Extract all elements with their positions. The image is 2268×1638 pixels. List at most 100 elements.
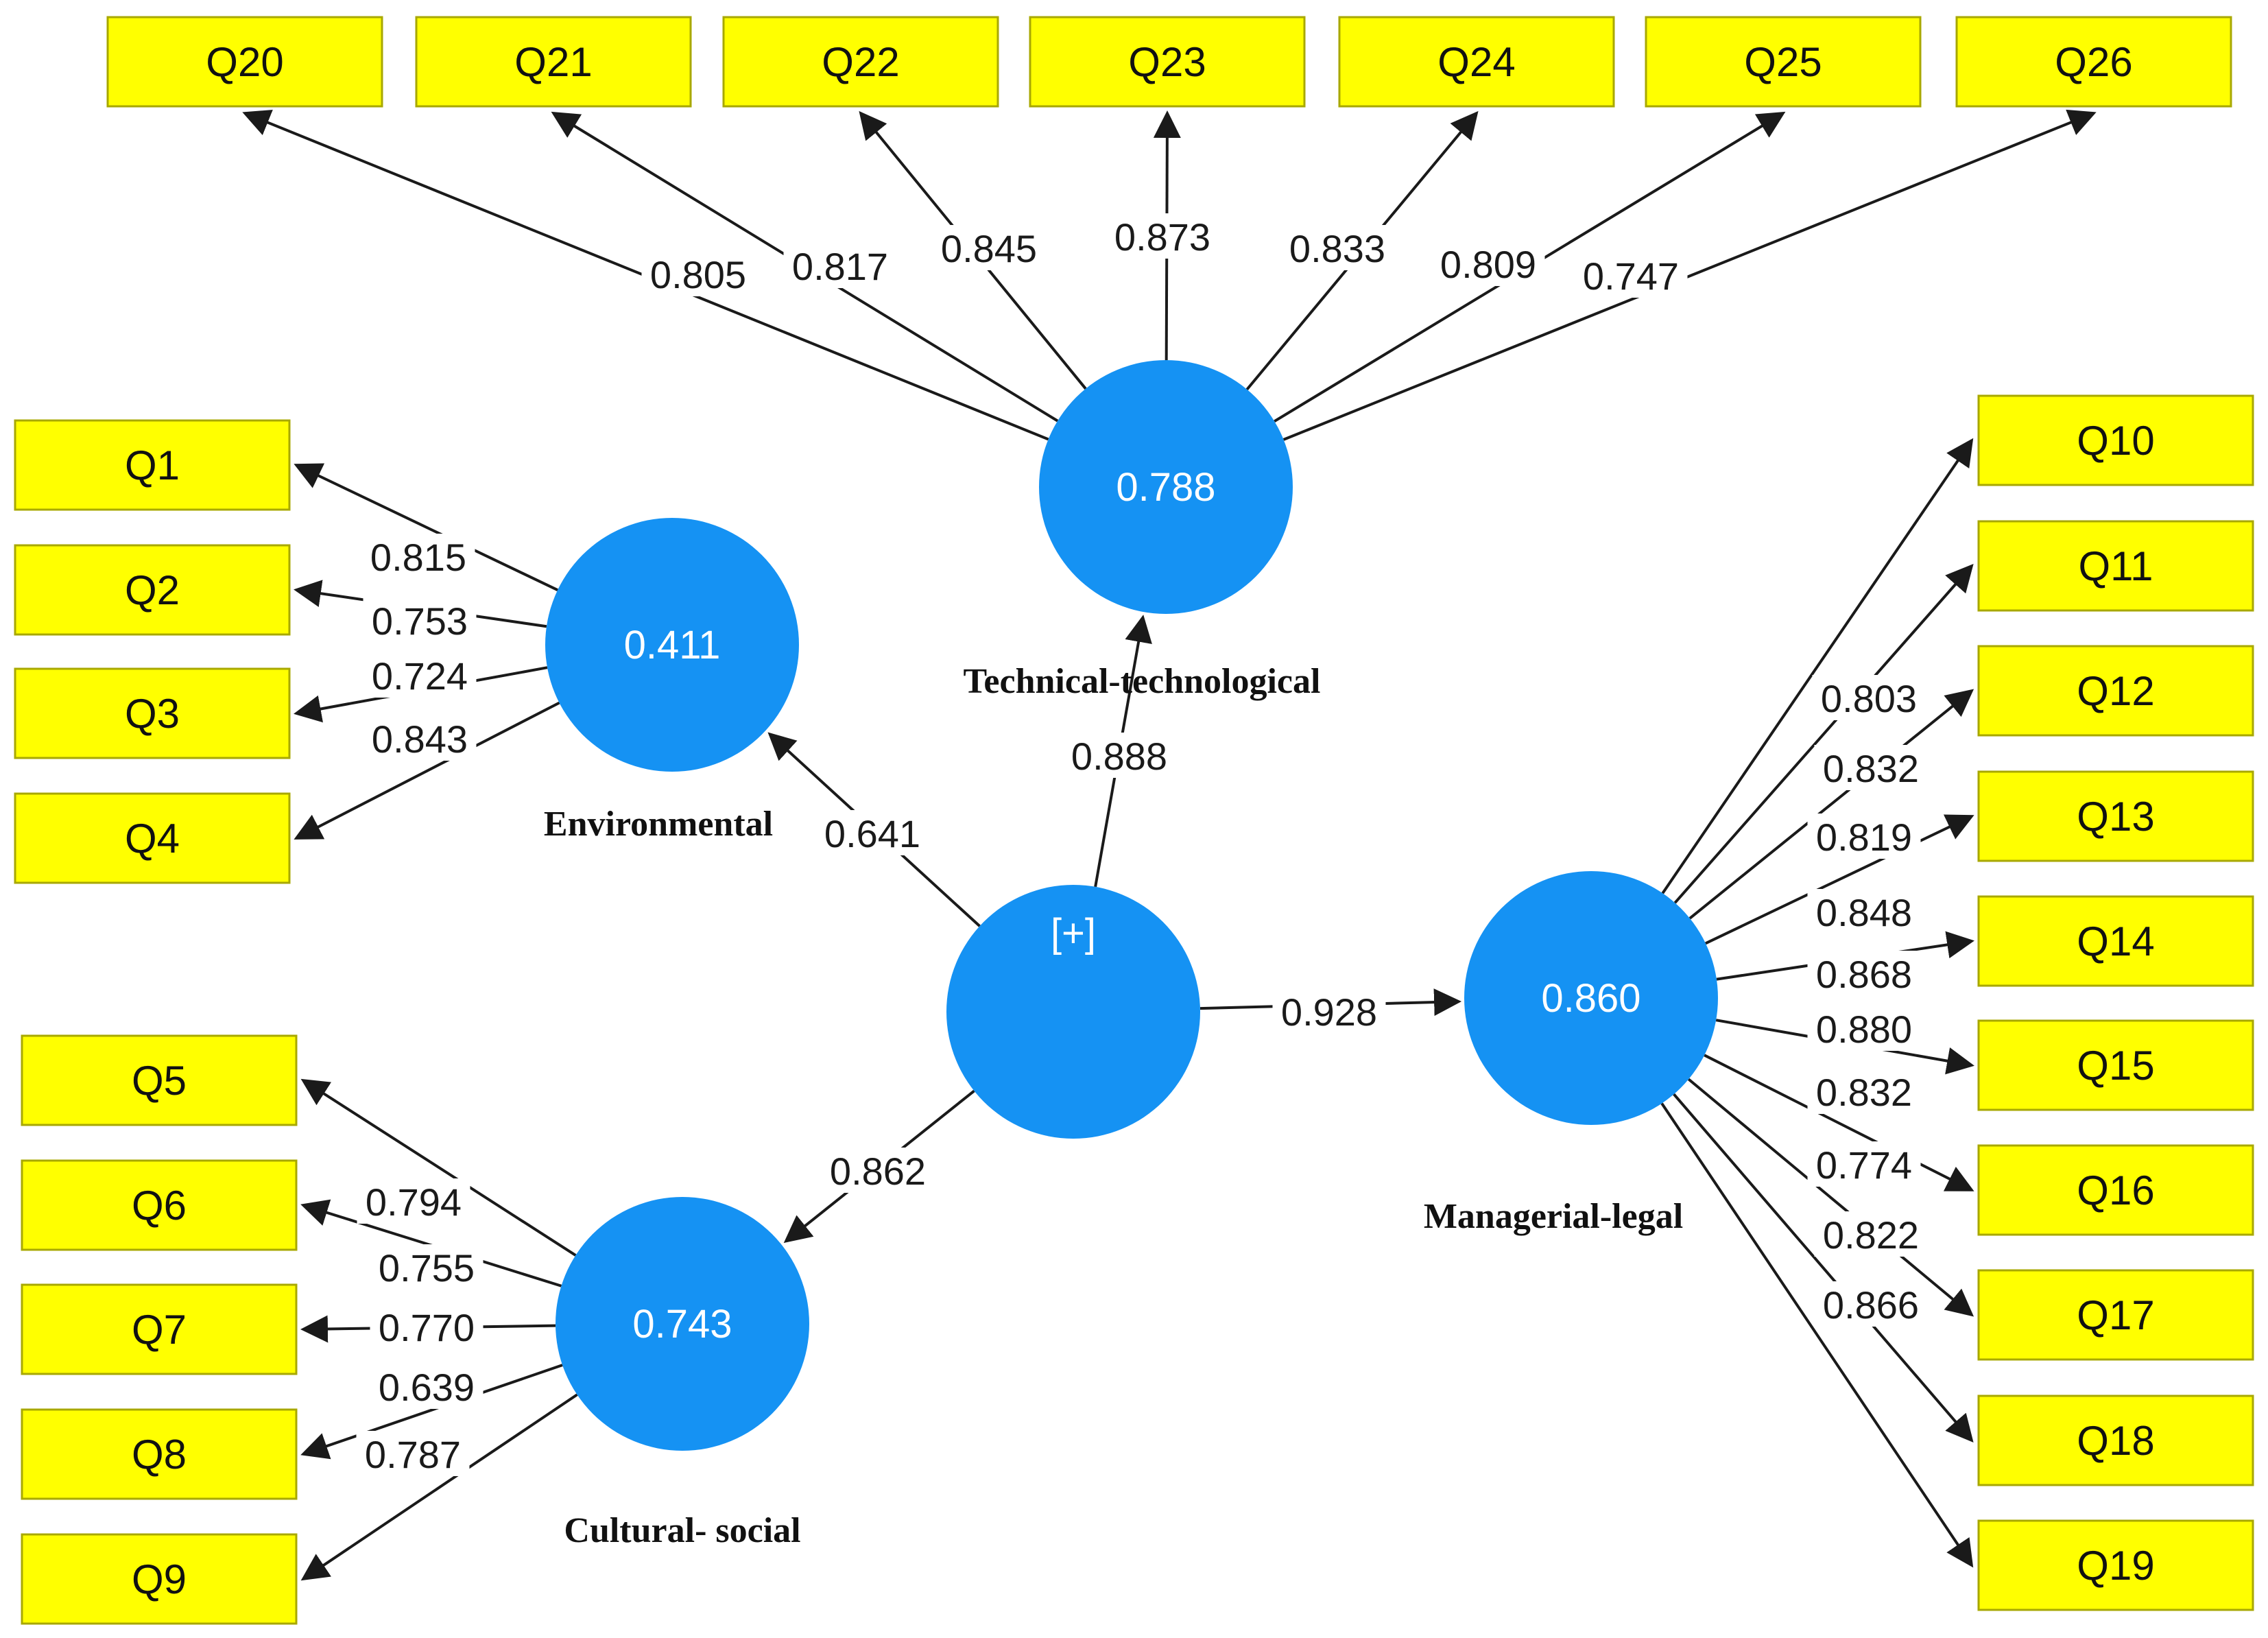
loading-edge-Q4 [294, 701, 560, 840]
latent-value-cultural: 0.743 [632, 1302, 732, 1346]
indicator-Q19[interactable]: Q19 [1977, 1519, 2254, 1611]
indicator-Q18[interactable]: Q18 [1977, 1394, 2254, 1486]
loading-label-Q18-bg [1814, 1211, 1928, 1257]
indicator-Q9[interactable]: Q9 [21, 1533, 298, 1625]
indicator-label-Q8: Q8 [132, 1432, 187, 1477]
path-label-managerial-bg [1272, 988, 1386, 1034]
loading-label-Q16-bg [1807, 1069, 1921, 1114]
indicator-Q11[interactable]: Q11 [1977, 520, 2254, 612]
loading-edge-Q11 [1673, 563, 1974, 904]
latent-name-managerial: Managerial-legal [1424, 1197, 1683, 1236]
indicator-Q21[interactable]: Q21 [415, 16, 692, 108]
loading-label-Q6-text: 0.755 [379, 1246, 475, 1290]
indicator-label-Q11: Q11 [2079, 543, 2153, 589]
indicator-Q4[interactable]: Q4 [14, 792, 291, 884]
loading-edge-Q1 [294, 463, 558, 592]
indicator-Q5[interactable]: Q5 [21, 1034, 298, 1126]
indicator-Q22[interactable]: Q22 [722, 16, 999, 108]
path-label-cultural: 0.862 [821, 1148, 935, 1193]
loading-label-Q24-bg [1280, 225, 1394, 270]
latent-second_order[interactable]: [+] [946, 885, 1200, 1139]
indicator-Q17[interactable]: Q17 [1977, 1269, 2254, 1361]
loading-label-Q11: 0.832 [1814, 745, 1928, 790]
indicator-label-Q10: Q10 [2077, 418, 2154, 464]
latent-technical[interactable]: 0.788 [1039, 360, 1293, 614]
indicator-box-Q21 [415, 16, 692, 108]
loading-label-Q1-text: 0.815 [370, 536, 466, 579]
loading-label-Q24-text: 0.833 [1289, 227, 1385, 270]
loading-label-Q15-bg [1807, 1006, 1921, 1051]
loading-label-Q18-text: 0.822 [1823, 1213, 1919, 1257]
loading-label-Q7-text: 0.770 [379, 1306, 475, 1349]
indicator-Q3[interactable]: Q3 [14, 667, 291, 759]
indicator-box-Q19 [1977, 1519, 2254, 1611]
latent-cultural[interactable]: 0.743 [556, 1197, 809, 1451]
indicator-Q23[interactable]: Q23 [1029, 16, 1306, 108]
indicator-Q12[interactable]: Q12 [1977, 645, 2254, 737]
indicator-box-Q12 [1977, 645, 2254, 737]
indicator-Q10[interactable]: Q10 [1977, 394, 2254, 486]
indicator-label-Q13: Q13 [2077, 794, 2154, 840]
loading-label-Q21: 0.817 [783, 243, 897, 288]
latent-circle-technical [1039, 360, 1293, 614]
indicator-Q2[interactable]: Q2 [14, 544, 291, 636]
indicator-label-Q4: Q4 [125, 816, 180, 862]
loading-edge-Q10 [1661, 438, 1974, 894]
path-label-technical-text: 0.888 [1071, 735, 1167, 778]
indicator-label-Q15: Q15 [2077, 1043, 2154, 1089]
loading-edge-Q17 [1687, 1078, 1974, 1317]
loading-label-Q7-bg [370, 1304, 484, 1349]
loading-label-Q10: 0.803 [1812, 675, 1926, 720]
loading-label-Q1: 0.815 [361, 534, 475, 579]
indicator-Q26[interactable]: Q26 [1955, 16, 2232, 108]
indicator-box-Q1 [14, 419, 291, 511]
indicator-Q25[interactable]: Q25 [1645, 16, 1922, 108]
loading-label-Q22-bg [932, 225, 1046, 270]
indicator-Q7[interactable]: Q7 [21, 1283, 298, 1375]
loading-label-Q12-bg [1807, 814, 1921, 859]
loading-label-Q9-bg [356, 1431, 470, 1476]
loading-label-Q17: 0.774 [1807, 1141, 1921, 1187]
indicator-Q13[interactable]: Q13 [1977, 770, 2254, 862]
loading-label-Q13: 0.848 [1807, 889, 1921, 934]
latent-value-technical: 0.788 [1116, 465, 1215, 510]
loading-label-Q13-text: 0.848 [1816, 891, 1912, 934]
indicator-label-Q14: Q14 [2077, 918, 2154, 964]
loading-label-Q13-bg [1807, 889, 1921, 934]
indicator-box-Q16 [1977, 1144, 2254, 1236]
loading-label-Q6-bg [370, 1244, 484, 1290]
loading-label-Q25-bg [1431, 241, 1545, 286]
latent-value-second_order: [+] [1051, 911, 1096, 956]
loading-label-Q24: 0.833 [1280, 225, 1394, 270]
indicator-label-Q6: Q6 [132, 1183, 187, 1228]
indicator-Q16[interactable]: Q16 [1977, 1144, 2254, 1236]
indicator-box-Q20 [106, 16, 383, 108]
indicator-label-Q16: Q16 [2077, 1167, 2154, 1213]
indicator-Q1[interactable]: Q1 [14, 419, 291, 511]
path-label-environmental-text: 0.641 [824, 812, 920, 855]
latent-circle-managerial [1464, 871, 1718, 1125]
indicator-box-Q7 [21, 1283, 298, 1375]
path-label-environmental-bg [815, 810, 929, 855]
latent-name-technical: Technical-technological [964, 662, 1321, 701]
loading-label-Q15: 0.880 [1807, 1006, 1921, 1051]
indicator-box-Q15 [1977, 1019, 2254, 1111]
latent-circle-environmental [545, 518, 799, 772]
loading-label-Q4-text: 0.843 [372, 717, 468, 761]
indicator-Q20[interactable]: Q20 [106, 16, 383, 108]
loading-label-Q22-text: 0.845 [941, 227, 1037, 270]
indicator-Q6[interactable]: Q6 [21, 1159, 298, 1251]
latent-environmental[interactable]: 0.411 [545, 518, 799, 772]
latent-circle-cultural [556, 1197, 809, 1451]
indicator-Q24[interactable]: Q24 [1338, 16, 1615, 108]
loading-label-Q4-bg [363, 715, 477, 761]
indicator-Q8[interactable]: Q8 [21, 1408, 298, 1500]
indicator-box-Q17 [1977, 1269, 2254, 1361]
indicator-box-Q25 [1645, 16, 1922, 108]
indicator-box-Q10 [1977, 394, 2254, 486]
indicator-Q14[interactable]: Q14 [1977, 895, 2254, 987]
latent-managerial[interactable]: 0.860 [1464, 871, 1718, 1125]
loading-label-Q14: 0.868 [1807, 951, 1921, 996]
indicator-Q15[interactable]: Q15 [1977, 1019, 2254, 1111]
loading-label-Q11-bg [1814, 745, 1928, 790]
